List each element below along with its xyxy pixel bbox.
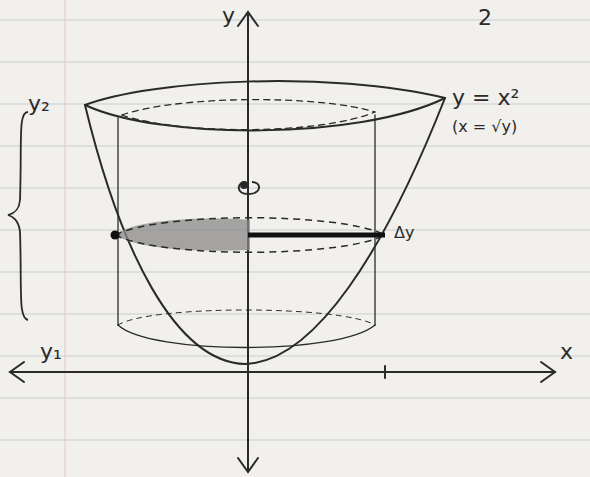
inner-rim <box>122 112 375 130</box>
cylinder-bottom <box>118 325 375 348</box>
solid <box>85 81 445 364</box>
axis-label: x <box>560 340 573 364</box>
disk-slice <box>111 218 386 253</box>
cylinder-bottom <box>118 310 375 325</box>
page-number: 2 <box>478 6 492 30</box>
axis-label: y <box>222 4 235 28</box>
parabola <box>85 98 445 364</box>
curve-equation: y = x² <box>452 86 519 110</box>
bound-label: y₂ <box>28 92 50 116</box>
rotation-arrow <box>239 182 259 194</box>
inner-rim <box>122 100 375 115</box>
brace <box>8 112 28 320</box>
bound-label: y₁ <box>40 340 62 364</box>
top-rim-front <box>85 98 445 130</box>
axes <box>10 12 555 472</box>
thickness-label: Δy <box>394 224 414 242</box>
top-rim-back <box>85 81 445 105</box>
curve-equation: (x = √y) <box>452 118 517 136</box>
